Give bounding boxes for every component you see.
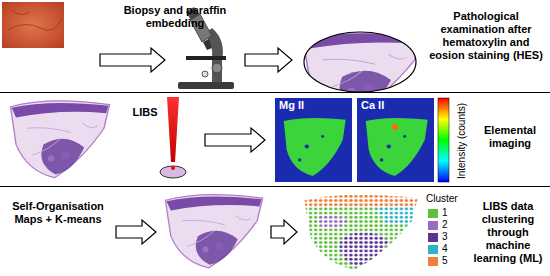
colorbar-label: Intensity (counts) bbox=[456, 97, 468, 185]
technique-label: LIBS bbox=[126, 106, 164, 119]
legend-swatch bbox=[428, 209, 438, 218]
legend-row: 3 bbox=[428, 231, 448, 243]
legend-swatch bbox=[428, 245, 438, 254]
legend-row: 4 bbox=[428, 243, 448, 255]
step-title: Pathological examination after hematoxyl… bbox=[424, 10, 548, 62]
cluster-legend: 12345 bbox=[428, 207, 448, 267]
legend-text: 1 bbox=[442, 207, 448, 219]
step-title: Biopsy and paraffin embedding bbox=[95, 4, 255, 30]
legend-text: 2 bbox=[442, 219, 448, 231]
legend-row: 2 bbox=[428, 219, 448, 231]
map-title: Ca II bbox=[357, 98, 436, 113]
map-title: Mg II bbox=[275, 98, 354, 113]
element-map: Mg II bbox=[275, 98, 354, 182]
legend-text: 4 bbox=[442, 243, 448, 255]
legend-swatch bbox=[428, 257, 438, 266]
legend-swatch bbox=[428, 221, 438, 230]
method-label: Self-Organisation Maps + K-means bbox=[2, 200, 114, 226]
legend-text: 3 bbox=[442, 231, 448, 243]
legend-row: 1 bbox=[428, 207, 448, 219]
element-map: Ca II bbox=[357, 98, 436, 182]
legend-text: 5 bbox=[442, 255, 448, 267]
legend-swatch bbox=[428, 233, 438, 242]
legend-row: 5 bbox=[428, 255, 448, 267]
legend-title: Cluster bbox=[426, 192, 468, 205]
step-title: LIBS data clustering through machine lea… bbox=[468, 200, 548, 265]
step-title: Elemental imaging bbox=[472, 124, 548, 150]
